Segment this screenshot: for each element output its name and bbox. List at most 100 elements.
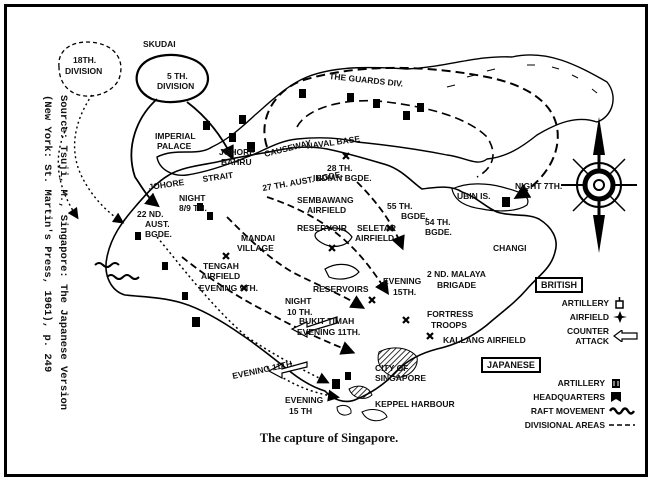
label-guards: THE GUARDS DIV. [329, 71, 404, 89]
label-night7: NIGHT 7TH. [515, 181, 562, 191]
raft-movement-2 [94, 262, 120, 268]
legend-row: ARTILLERY [481, 376, 635, 390]
legend-label: AIRFIELD [569, 312, 609, 322]
label-div18b: DIVISION [65, 66, 102, 76]
japanese-hq-markers [135, 89, 510, 389]
label-aust27: 27 TH. AUST. BGDE. [262, 169, 344, 193]
airfield-icon [613, 311, 639, 323]
label-bgde55b: BGDE. [401, 211, 428, 221]
reservoir-central [324, 263, 360, 280]
label-bgde54a: 54 TH. [425, 217, 451, 227]
legend-british: BRITISH ARTILLERY AIRFIELD COUNTER ATTAC… [535, 277, 639, 348]
label-div5b: DIVISION [157, 81, 194, 91]
keppel-hatched-area [348, 385, 373, 399]
label-reservoirs: RESERVOIRS [313, 284, 369, 294]
singapore-island [105, 146, 557, 403]
label-imperial1: IMPERIAL [155, 131, 196, 141]
label-johore-bahru1: JOHORE [219, 147, 255, 157]
johore-coastline [156, 54, 614, 176]
legend-row: RAFT MOVEMENT [481, 404, 635, 418]
label-johore-bahru2: BAHRU [221, 157, 252, 167]
label-night10b: 10 TH. [287, 307, 313, 317]
division-5-advance [130, 98, 160, 208]
legend-label: DIVISIONAL AREAS [524, 420, 605, 430]
label-mandai2: VILLAGE [237, 243, 274, 253]
label-evening15d: 15 TH [289, 406, 312, 416]
label-naval-base: NAVAL BASE [306, 134, 361, 151]
label-seletar2: AIRFIELD [355, 233, 394, 243]
counter-attack-1 [290, 316, 338, 338]
source-note-line-2: (New York: St. Martin's Press, 1961), p.… [41, 95, 53, 373]
label-fortress2: TROOPS [431, 320, 467, 330]
label-tengah2: AIRFIELD [201, 271, 240, 281]
label-city2: SINGAPORE [375, 373, 426, 383]
label-sembawang2: AIRFIELD [307, 205, 346, 215]
divisional-areas-icon [609, 419, 635, 431]
japanese-artillery-icon [609, 377, 635, 389]
label-johore-strait2: STRAIT [202, 170, 235, 184]
label-aust22a: 22 ND. [137, 209, 163, 219]
legend-japanese-title: JAPANESE [481, 357, 541, 373]
city-hatched-area [377, 347, 418, 378]
label-kallang: KALLANG AIRFIELD [443, 335, 526, 345]
legend-label: ARTILLERY [557, 378, 605, 388]
southern-island-1 [361, 409, 388, 422]
raft-movement-1 [106, 274, 140, 280]
counter-attack-icon [613, 330, 639, 342]
map-frame: 18TH. DIVISION SKUDAI 5 TH. DIVISION THE… [4, 4, 648, 477]
guards-division-route [263, 66, 559, 200]
label-skudai: SKUDAI [143, 39, 176, 49]
reservoir-mandai [314, 227, 353, 247]
label-tengah1: TENGAH [203, 261, 239, 271]
legend-label: ARTILLERY [561, 298, 609, 308]
legend-row: COUNTER ATTACK [535, 324, 639, 348]
label-bgde54b: BGDE. [425, 227, 452, 237]
advance-east [356, 181, 405, 251]
british-markers [222, 152, 434, 340]
label-malaya2: BRIGADE [437, 280, 477, 290]
legend-japanese: JAPANESE ARTILLERY HEADQUARTERS RAFT MOV… [481, 357, 635, 432]
counter-attack-2 [267, 361, 308, 380]
label-evening15a: EVENING [383, 276, 422, 286]
advance-west [156, 236, 330, 384]
label-night89b: 8/9 TH. [179, 203, 207, 213]
legend-british-title: BRITISH [535, 277, 583, 293]
legend-row: AIRFIELD [535, 310, 639, 324]
label-evening9: EVENING 9TH. [199, 283, 258, 293]
division-18-area [58, 41, 122, 97]
source-note-line-1: Source: Tsuji, M., Singapore: The Japane… [57, 95, 69, 411]
label-imperial2: PALACE [157, 141, 192, 151]
legend-row: DIVISIONAL AREAS [481, 418, 635, 432]
label-div18: 18TH. [73, 55, 96, 65]
advance-bukit-timah [181, 256, 356, 355]
pulau-ubin [451, 183, 529, 212]
guards-division-inner [296, 99, 494, 178]
legend-label: RAFT MOVEMENT [530, 406, 605, 416]
label-evening15b: 15TH. [393, 287, 416, 297]
division-18-advance-2 [57, 126, 79, 220]
label-reservoir: RESERVOIR [297, 223, 347, 233]
label-ubin: UBIN IS. [457, 191, 491, 201]
division-5-advance-2 [186, 101, 234, 161]
label-bgde55a: 55 TH. [387, 201, 413, 211]
legend-row: ARTILLERY [535, 296, 639, 310]
label-city1: CITY OF [375, 363, 408, 373]
legend-label: COUNTER ATTACK [566, 326, 609, 346]
legend-row: HEADQUARTERS [481, 390, 635, 404]
map-caption: The capture of Singapore. [259, 431, 399, 445]
label-johore-strait1: JOHORE [148, 177, 185, 192]
label-bukit1: BUKIT TIMAH [299, 316, 354, 326]
division-5-area [135, 53, 209, 104]
label-malaya1: 2 ND. MALAYA [427, 269, 486, 279]
label-changi: CHANGI [493, 243, 527, 253]
legend-label: HEADQUARTERS [533, 392, 605, 402]
label-sembawang1: SEMBAWANG [297, 195, 354, 205]
division-18-advance [74, 94, 125, 224]
johore-shore-shading [446, 64, 598, 94]
label-mandai1: MANDAI [241, 233, 275, 243]
raft-movement-icon [609, 405, 635, 417]
label-seletar1: SELETAR [357, 223, 396, 233]
label-evening11: EVENING 11TH. [231, 358, 295, 381]
label-evening15c: EVENING [285, 395, 324, 405]
label-indian1: 28 TH. [327, 163, 353, 173]
